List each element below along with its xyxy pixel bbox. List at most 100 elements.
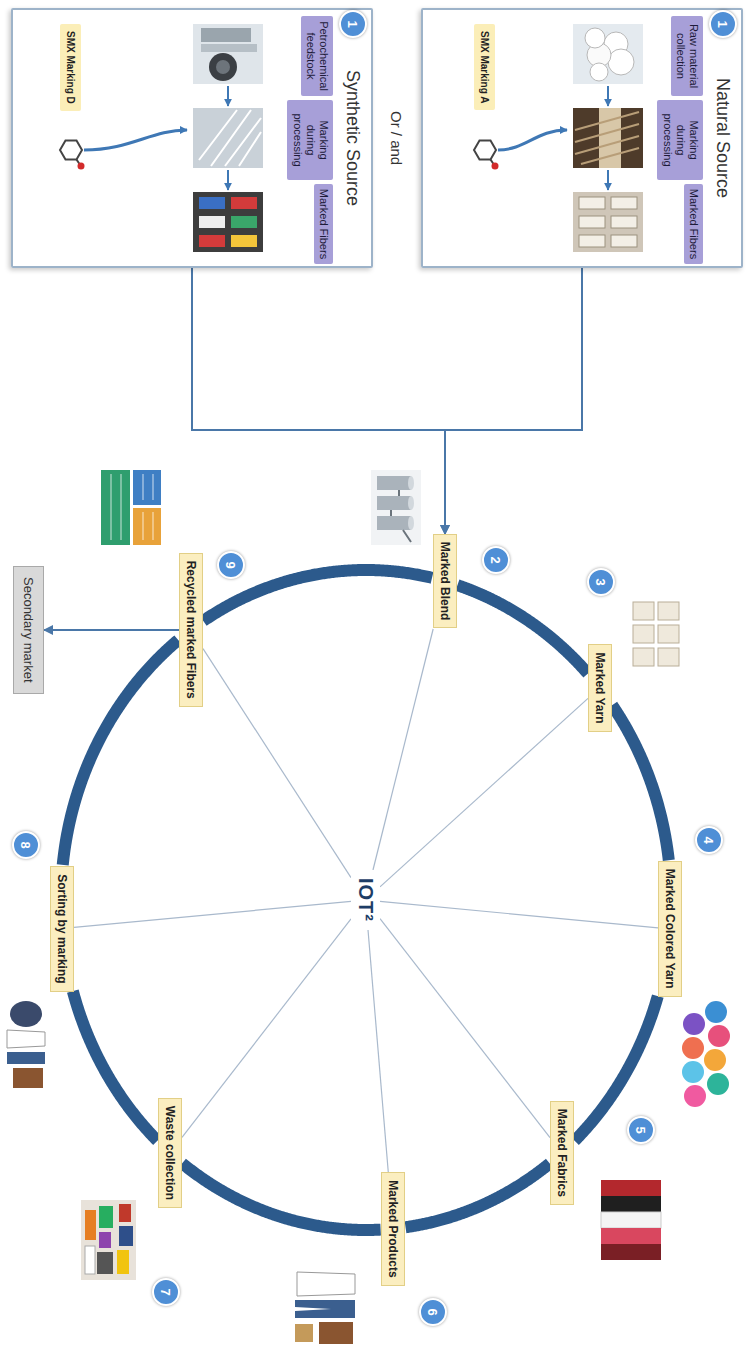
yarn-spools-picture <box>658 625 679 643</box>
callout-number: 4 <box>695 826 723 854</box>
spoke-line <box>380 919 550 1138</box>
fiber-processing-picture <box>573 108 643 168</box>
synthetic-spools-picture <box>199 235 225 247</box>
process-arrow <box>228 86 229 190</box>
yarn-spools-picture <box>633 625 654 643</box>
stage-label: Sorting by marking <box>50 866 74 991</box>
waste-picture <box>99 1232 111 1248</box>
note-text: Or / and <box>389 108 406 168</box>
node-text: Marked Yarn <box>593 652 607 723</box>
colored-yarn-picture <box>707 1073 729 1095</box>
fiber-processing-picture <box>575 112 639 164</box>
step-label: Petrochemical feedstock <box>301 16 333 96</box>
process-arrow <box>227 170 229 190</box>
node-text: Raw material collection <box>674 20 700 92</box>
colored-yarn-picture <box>682 1061 704 1083</box>
recycled-fibers-picture <box>111 474 153 540</box>
node-text: Natural Source <box>712 10 741 266</box>
node-text: Recycled marked Fibers <box>184 561 198 699</box>
spoke-line <box>373 629 433 870</box>
fiber-spools-picture <box>611 235 637 247</box>
marker-molecule <box>60 130 187 170</box>
flow-arrow <box>192 268 445 534</box>
node-text: Marking during processing <box>660 104 700 176</box>
blending-machine-picture <box>408 476 414 490</box>
cotton-picture <box>590 63 608 81</box>
node-text: Synthetic Source <box>342 10 371 266</box>
colored-yarn-picture <box>708 1025 730 1047</box>
cotton-picture <box>573 24 643 84</box>
products-picture <box>295 1300 355 1318</box>
stage-label: Waste collection <box>158 1098 182 1208</box>
callout-number: 1 <box>709 10 737 38</box>
blending-machine-picture <box>371 470 421 545</box>
ring-segment <box>182 1163 381 1230</box>
synthetic-processing-picture <box>193 108 263 168</box>
yarn-spools-picture <box>633 602 654 620</box>
stage-label: Recycled marked Fibers <box>179 553 203 707</box>
sorting-picture <box>7 1030 45 1048</box>
spoke-line <box>380 698 588 886</box>
fiber-spools-picture <box>579 197 605 209</box>
colored-yarn-picture <box>705 1001 727 1023</box>
cotton-picture <box>608 49 634 75</box>
sorting-picture <box>7 1052 45 1064</box>
node-text: Marked Colored Yarn <box>663 869 677 989</box>
node-text: Secondary market <box>22 577 37 683</box>
fabrics-picture <box>601 1180 661 1196</box>
marker-tag: SMX Marking D <box>60 24 81 111</box>
yarn-spools-picture <box>633 648 654 666</box>
colored-yarn-picture <box>682 1037 704 1059</box>
stage-label: Marked Yarn <box>588 644 612 731</box>
petrochemical-picture <box>201 28 251 42</box>
marker-molecule <box>60 141 82 160</box>
yarn-spools-picture <box>633 602 679 666</box>
synthetic-spools-picture <box>193 192 263 252</box>
node-text: Marked Fabrics <box>555 1109 569 1197</box>
fiber-spools-picture <box>611 197 637 209</box>
sorting-picture <box>7 1001 45 1088</box>
step-label: Marking during processing <box>657 100 703 180</box>
flow-arrow <box>44 629 179 631</box>
colored-yarn-picture <box>684 1085 706 1107</box>
market-box: Secondary market <box>14 566 45 694</box>
sorting-picture <box>13 1068 43 1088</box>
callout-number: 3 <box>587 568 615 596</box>
marker-molecule <box>474 141 496 160</box>
node-text: SMX Marking A <box>479 31 490 103</box>
blending-machine-picture <box>371 470 421 545</box>
marker-molecule <box>84 130 187 150</box>
synthetic-spools-picture <box>231 216 257 228</box>
waste-picture <box>99 1206 113 1228</box>
marker-molecule <box>78 163 85 170</box>
synthetic-spools-picture <box>199 197 225 209</box>
process-arrow <box>607 170 609 190</box>
waste-picture <box>85 1246 95 1274</box>
node-text: IOT² <box>355 878 378 922</box>
spoke-line <box>368 930 388 1172</box>
cotton-picture <box>573 24 643 84</box>
spoke-line <box>380 901 658 927</box>
products-picture <box>295 1324 313 1342</box>
stage-label: Marked Blend <box>433 534 457 629</box>
step-label: Marking during processing <box>287 100 333 180</box>
yarn-spools-picture <box>658 602 679 620</box>
colored-yarn-picture <box>704 1049 726 1071</box>
ring-segment <box>63 640 178 865</box>
yarn-spools-picture <box>658 648 679 666</box>
waste-picture <box>117 1250 129 1274</box>
fabrics-picture <box>601 1244 661 1260</box>
fiber-spools-picture <box>573 192 643 252</box>
products-picture <box>319 1322 353 1344</box>
blending-machine-picture <box>377 496 411 510</box>
waste-picture <box>85 1210 96 1240</box>
marker-molecule <box>474 130 567 170</box>
callout-number: 6 <box>419 1298 447 1326</box>
node-text: Waste collection <box>163 1106 177 1200</box>
callout-number: 5 <box>627 1116 655 1144</box>
colored-yarn-picture <box>683 1013 705 1035</box>
petrochemical-picture <box>201 44 257 52</box>
flow-arrow <box>445 268 582 534</box>
synthetic-processing-picture <box>193 108 263 168</box>
